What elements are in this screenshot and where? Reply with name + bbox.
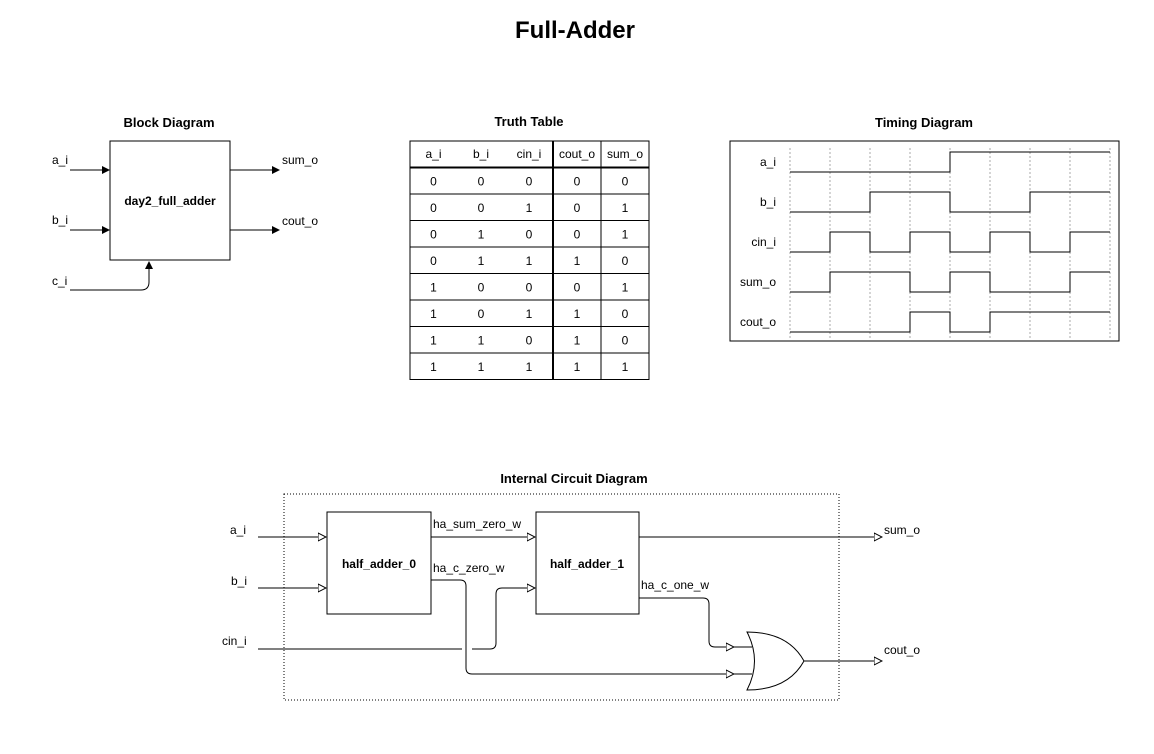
timing-waveform-cin_i [790, 231, 1110, 253]
table-cell: 0 [478, 201, 485, 215]
table-cell: 1 [574, 254, 581, 268]
module-box [109, 140, 231, 261]
timing-signal-label: cin_i [751, 235, 776, 249]
table-cell: 1 [574, 360, 581, 374]
table-cell: 1 [430, 360, 437, 374]
table-cell: 1 [526, 307, 533, 321]
table-header-cell: b_i [473, 147, 489, 161]
table-header-cell: sum_o [607, 147, 643, 161]
timing-diagram-heading: Timing Diagram [875, 115, 973, 130]
wire-ha-c-zero [431, 579, 734, 674]
wire-label-ha-c-zero: ha_c_zero_w [433, 561, 505, 575]
input-label-b: b_i [52, 213, 68, 227]
table-cell: 0 [430, 228, 437, 242]
page-title: Full-Adder [515, 17, 635, 44]
wire-cin [472, 588, 535, 650]
truth-table-heading: Truth Table [494, 114, 563, 129]
table-cell: 0 [430, 175, 437, 189]
internal-circuit: Internal Circuit Diagram half_adder_0 ha… [222, 471, 920, 701]
input-label-c: c_i [52, 274, 67, 288]
table-cell: 1 [622, 281, 629, 295]
table-cell: 0 [526, 175, 533, 189]
table-cell: 0 [478, 307, 485, 321]
timing-frame [729, 140, 1120, 342]
timing-signal-label: a_i [760, 155, 776, 169]
timing-diagram: Timing Diagram a_i b_i cin_i sum_o cout_o [729, 115, 1120, 342]
table-cell: 0 [574, 201, 581, 215]
table-cell: 0 [478, 175, 485, 189]
timing-waveform-sum_o [790, 271, 1110, 293]
table-header-cell: cin_i [517, 147, 542, 161]
output-label-sum: sum_o [282, 153, 318, 167]
half-adder-0-box [326, 511, 432, 615]
timing-waveform-b_i [790, 191, 1110, 213]
table-cell: 1 [574, 334, 581, 348]
timing-signal-label: b_i [760, 195, 776, 209]
table-cell: 1 [478, 334, 485, 348]
table-cell: 0 [622, 334, 629, 348]
circuit-input-a: a_i [230, 523, 246, 537]
input-arrow-c [70, 261, 153, 291]
table-cell: 0 [430, 201, 437, 215]
table-cell: 1 [574, 307, 581, 321]
table-header-cell: a_i [425, 147, 441, 161]
table-cell: 1 [526, 360, 533, 374]
table-cell: 0 [622, 254, 629, 268]
circuit-input-b: b_i [231, 574, 247, 588]
table-cell: 0 [574, 228, 581, 242]
module-label: day2_full_adder [124, 194, 216, 208]
table-cell: 1 [526, 201, 533, 215]
half-adder-1-label: half_adder_1 [550, 557, 624, 571]
or-gate [746, 631, 805, 691]
table-header-cell: cout_o [559, 147, 595, 161]
table-cell: 0 [430, 254, 437, 268]
table-cell: 1 [622, 201, 629, 215]
input-label-a: a_i [52, 153, 68, 167]
block-diagram: Block Diagram day2_full_adder a_i b_i c_… [52, 115, 318, 291]
table-cell: 1 [622, 228, 629, 242]
table-cell: 1 [430, 307, 437, 321]
circuit-output-cout: cout_o [884, 643, 920, 657]
table-cell: 1 [526, 254, 533, 268]
table-cell: 1 [622, 360, 629, 374]
table-cell: 0 [526, 281, 533, 295]
circuit-input-cin: cin_i [222, 634, 247, 648]
table-cell: 0 [574, 281, 581, 295]
wire-label-ha-sum-zero: ha_sum_zero_w [433, 517, 521, 531]
table-cell: 1 [430, 281, 437, 295]
circuit-boundary [283, 493, 840, 701]
table-cell: 1 [430, 334, 437, 348]
timing-waveform-cout_o [790, 311, 1110, 333]
timing-signal-label: cout_o [740, 315, 776, 329]
truth-table: Truth Table a_i b_i cin_i cout_o sum_o 0 0 0 0 0 0… [409, 114, 650, 380]
truth-table-frame [409, 140, 650, 380]
circuit-heading: Internal Circuit Diagram [500, 471, 647, 486]
table-cell: 0 [622, 175, 629, 189]
timing-signal-label: sum_o [740, 275, 776, 289]
table-cell: 1 [478, 254, 485, 268]
table-cell: 1 [478, 228, 485, 242]
half-adder-1-box [535, 511, 640, 615]
half-adder-0-label: half_adder_0 [342, 557, 416, 571]
table-cell: 0 [526, 334, 533, 348]
table-cell: 0 [478, 281, 485, 295]
output-label-cout: cout_o [282, 214, 318, 228]
table-cell: 0 [526, 228, 533, 242]
wire-ha-c-one [639, 597, 734, 647]
table-cell: 0 [622, 307, 629, 321]
block-diagram-heading: Block Diagram [123, 115, 214, 130]
table-cell: 1 [478, 360, 485, 374]
wire-label-ha-c-one: ha_c_one_w [641, 578, 709, 592]
table-cell: 0 [574, 175, 581, 189]
timing-waveform-a_i [790, 151, 1110, 173]
circuit-output-sum: sum_o [884, 523, 920, 537]
